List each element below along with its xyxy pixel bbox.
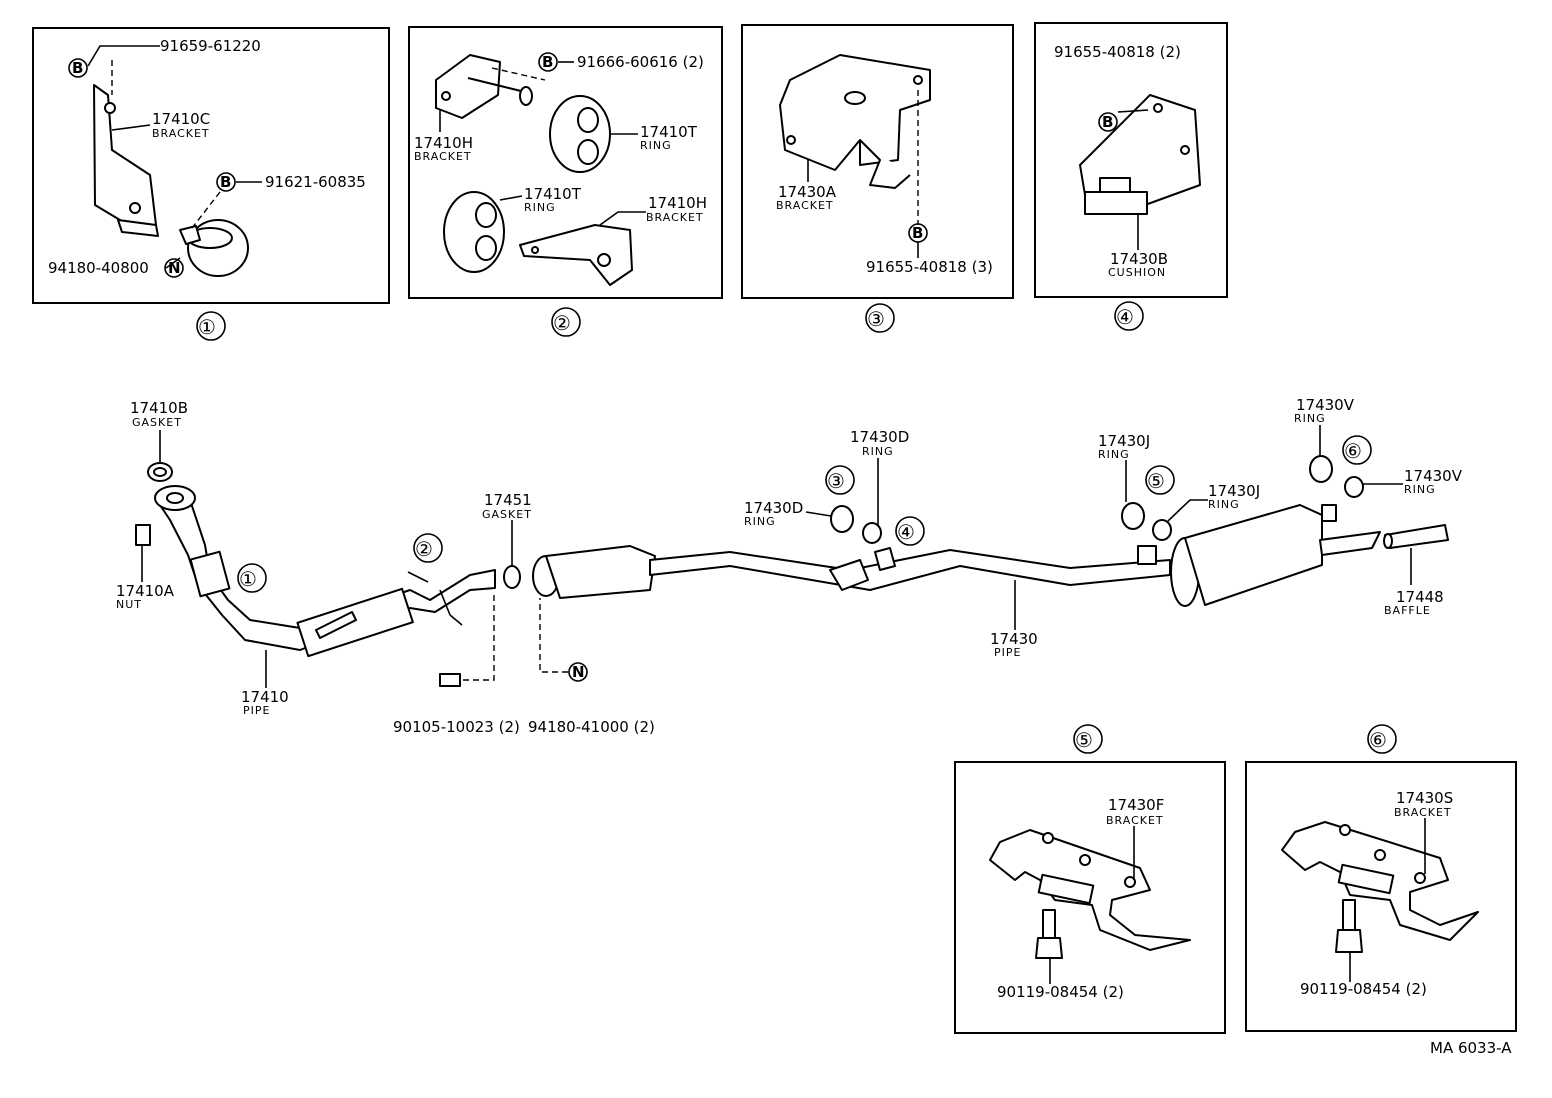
ref-circle-5: ⑤	[1147, 469, 1165, 493]
callout-part: 17430V	[1296, 396, 1355, 414]
callout-desc: BRACKET	[1394, 806, 1452, 819]
document-code: MA 6033-A	[1430, 1039, 1512, 1057]
inset-6-frame	[1245, 761, 1517, 1032]
inset-4-label: ④	[1116, 305, 1134, 329]
callout-part: 17410H	[648, 194, 707, 212]
callout-part: 17430J	[1208, 482, 1260, 500]
front-muffler	[545, 545, 656, 599]
callout-desc: BAFFLE	[1384, 604, 1431, 617]
inset-2-frame	[408, 26, 723, 299]
callout-part: 17410B	[130, 399, 188, 417]
inset-6-label: ⑥	[1369, 728, 1387, 752]
callout-desc: RING	[744, 515, 776, 528]
callout-part: 91621-60835	[265, 173, 366, 191]
callout-desc: RING	[1294, 412, 1326, 425]
ref-circle-6: ⑥	[1344, 439, 1362, 463]
callout-desc: GASKET	[132, 416, 182, 429]
ref-circle-1: ①	[239, 567, 257, 591]
inset-6: ⑥ 17430S BRACKET 90119-08454 (2)	[1245, 724, 1517, 1032]
nut-symbol: N	[168, 259, 181, 277]
inset-4-frame	[1034, 22, 1228, 298]
callout-desc: RING	[862, 445, 894, 458]
ref-circle-3: ③	[827, 469, 845, 493]
inset-1: B B N 91659-61220 17410C BRACKET 91621-6…	[32, 27, 390, 341]
callout-part: 17410H	[414, 134, 473, 152]
callout-part: 90119-08454 (2)	[1300, 980, 1427, 998]
callout-desc: BRACKET	[152, 127, 210, 140]
ref-circle-4: ④	[897, 520, 915, 544]
callout-part: 17410T	[524, 185, 582, 203]
main-assembly: 17410B GASKET 17410A NUT 17410 PIPE 1745…	[116, 396, 1463, 736]
callout-part: 91655-40818 (2)	[1054, 43, 1181, 61]
callout-desc: BRACKET	[776, 199, 834, 212]
callout-part: 90105-10023 (2)	[393, 718, 520, 736]
callout-desc: RING	[640, 139, 672, 152]
callout-part: 17451	[484, 491, 532, 509]
bracket-17410h-shape	[435, 54, 501, 119]
baffle-17448	[1384, 524, 1449, 549]
callout-desc: PIPE	[994, 646, 1021, 659]
inset-2-label: ②	[553, 311, 571, 335]
inset-3-frame	[741, 24, 1014, 299]
inset-3: B 17430A BRACKET 91655-40818 (3) ③	[741, 24, 1014, 333]
callout-part: 91666-60616 (2)	[577, 53, 704, 71]
inset-5: ⑤ 17430F BRACKET 90119-08454 (2)	[954, 724, 1226, 1034]
callout-desc: RING	[524, 201, 556, 214]
nut-symbol: N	[572, 663, 585, 681]
bracket-17430a-shape	[779, 54, 931, 171]
callout-desc: RING	[1098, 448, 1130, 461]
callout-part: 94180-40800	[48, 259, 149, 277]
callout-part: 90119-08454 (2)	[997, 983, 1124, 1001]
callout-part: 91659-61220	[160, 37, 261, 55]
callout-part: 17430V	[1404, 467, 1463, 485]
bracket-17410c-shape	[93, 84, 157, 233]
callout-desc: GASKET	[482, 508, 532, 521]
bolt-symbol: B	[72, 59, 83, 77]
ref-circle-2: ②	[415, 537, 433, 561]
bolt-symbol: B	[912, 224, 923, 242]
pipe-17430	[649, 549, 1171, 591]
callout-part: 17410A	[116, 582, 175, 600]
inset-5-frame	[954, 761, 1226, 1034]
bracket-17410h-shape	[519, 224, 633, 286]
bolt-symbol: B	[542, 53, 553, 71]
inset-1-frame	[32, 27, 390, 304]
inset-4: B 91655-40818 (2) 17430B CUSHION ④	[1034, 22, 1228, 331]
callout-desc: BRACKET	[1106, 814, 1164, 827]
callout-desc: CUSHION	[1108, 266, 1166, 279]
callout-part: 94180-41000 (2)	[528, 718, 655, 736]
callout-part: 17430A	[778, 183, 837, 201]
callout-desc: BRACKET	[646, 211, 704, 224]
callout-part: 17410T	[640, 123, 698, 141]
callout-part: 17410	[241, 688, 289, 706]
inset-3-label: ③	[867, 307, 885, 331]
callout-desc: RING	[1208, 498, 1240, 511]
callout-part: 17410C	[152, 110, 210, 128]
callout-desc: NUT	[116, 598, 142, 611]
ring-17410t-shape	[443, 191, 505, 273]
callout-part: 17430	[990, 630, 1038, 648]
callout-desc: PIPE	[243, 704, 270, 717]
rear-muffler	[1184, 504, 1323, 606]
bolt-symbol: B	[1102, 113, 1113, 131]
callout-desc: RING	[1404, 483, 1436, 496]
callout-part: 17430D	[744, 499, 803, 517]
callout-part: 17430J	[1098, 432, 1150, 450]
callout-part: 17430S	[1396, 789, 1453, 807]
callout-part: 17448	[1396, 588, 1444, 606]
inset-2: B 91666-60616 (2) 17410H BRACKET 17410T …	[408, 26, 723, 337]
callout-part: 17430D	[850, 428, 909, 446]
inset-1-label: ①	[198, 315, 216, 339]
callout-part: 17430F	[1108, 796, 1164, 814]
callout-desc: BRACKET	[414, 150, 472, 163]
callout-part: 91655-40818 (3)	[866, 258, 993, 276]
bolt-symbol: B	[220, 173, 231, 191]
callout-part: 17430B	[1110, 250, 1168, 268]
inset-5-label: ⑤	[1075, 728, 1093, 752]
